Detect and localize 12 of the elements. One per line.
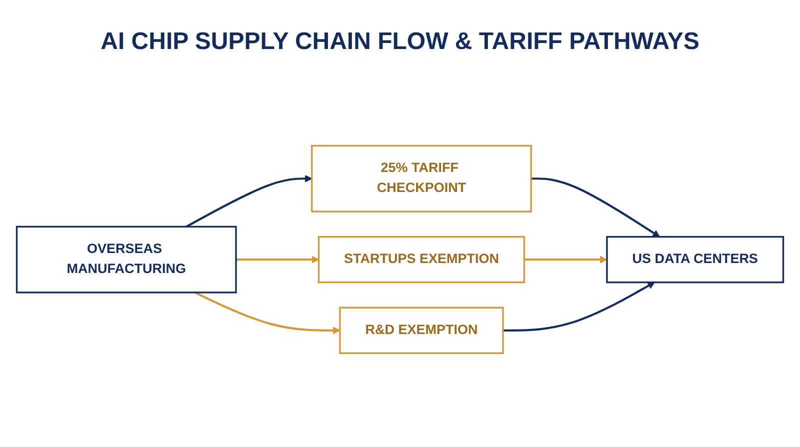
arrow	[236, 255, 320, 263]
node-box: 25% TARIFF CHECKPOINT	[311, 144, 532, 212]
node-box: R&D EXEMPTION	[339, 306, 504, 354]
arrow	[524, 255, 608, 263]
node-box: US DATA CENTERS	[606, 236, 784, 283]
diagram-title: AI CHIP SUPPLY CHAIN FLOW & TARIFF PATHWAYS	[100, 28, 700, 56]
node-box: OVERSEAS MANUFACTURING	[16, 225, 237, 293]
arrow	[531, 177, 660, 237]
node-box: STARTUPS EXEMPTION	[318, 236, 526, 283]
arrow	[503, 282, 655, 331]
arrow	[186, 174, 312, 228]
arrow	[194, 291, 340, 334]
